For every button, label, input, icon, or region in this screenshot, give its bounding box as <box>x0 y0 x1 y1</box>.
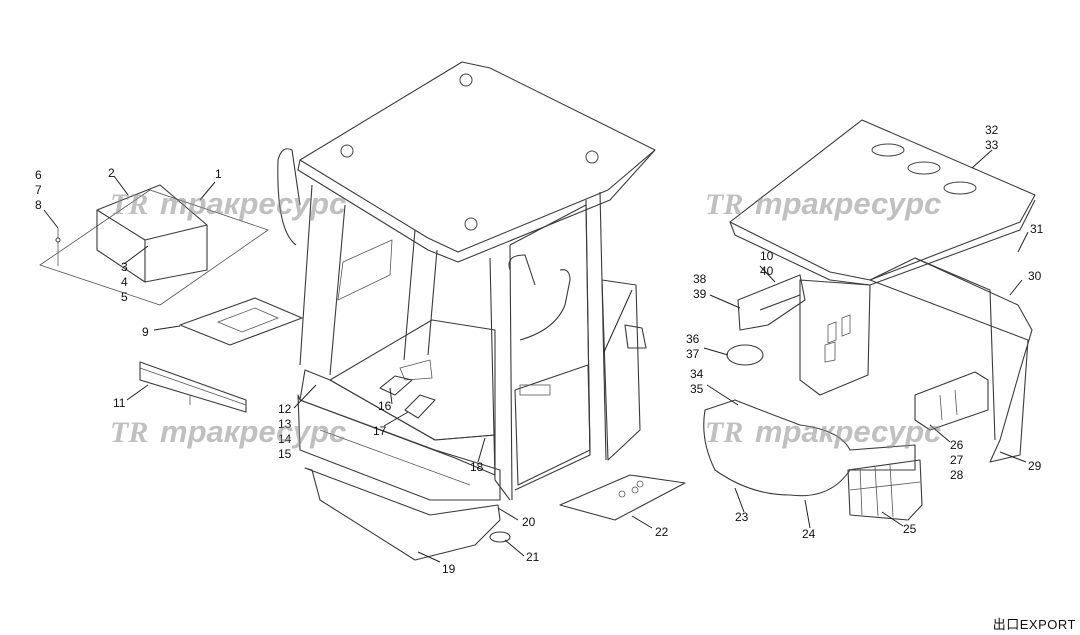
callout-23: 23 <box>735 510 749 524</box>
watermark-top-right: TR тракресурс <box>705 186 941 221</box>
callout-35: 35 <box>690 382 704 396</box>
callout-31: 31 <box>1030 222 1044 236</box>
callout-22: 22 <box>655 525 669 539</box>
callout-30: 30 <box>1028 269 1042 283</box>
callout-16: 16 <box>378 399 392 413</box>
callout-21: 21 <box>526 550 540 564</box>
headliner-assembly <box>729 119 1036 286</box>
callout-6: 6 <box>35 168 42 182</box>
callout-17: 17 <box>373 424 387 438</box>
callout-1: 1 <box>215 167 222 181</box>
callout-36: 36 <box>686 332 700 346</box>
watermark-text: тракресурс <box>755 186 941 221</box>
watermark-top-left: TR тракресурс <box>110 186 346 221</box>
watermark-logo: TR <box>705 188 743 221</box>
callout-5: 5 <box>121 290 128 304</box>
watermark-bottom-right: TR тракресурс <box>705 414 941 449</box>
callout-40: 40 <box>760 264 774 278</box>
callout-10: 10 <box>760 249 774 263</box>
callout-11: 11 <box>113 396 126 410</box>
vent-duct-10 <box>737 274 806 331</box>
callout-24: 24 <box>802 527 816 541</box>
callout-3: 3 <box>121 260 128 274</box>
leader-lines <box>43 149 1029 563</box>
watermark-logo: TR <box>705 416 743 449</box>
callout-8: 8 <box>35 198 42 212</box>
watermark-text: тракресурс <box>755 414 941 449</box>
side-trim-panel <box>799 279 871 396</box>
callout-18: 18 <box>470 460 484 474</box>
callout-28: 28 <box>950 468 964 482</box>
watermark-bottom-left: TR тракресурс <box>110 414 346 449</box>
callout-2: 2 <box>108 166 115 180</box>
callout-19: 19 <box>442 562 456 576</box>
callout-27: 27 <box>950 453 964 467</box>
floor-mat-22 <box>559 474 686 521</box>
callout-15: 15 <box>278 447 292 461</box>
step-plate-11 <box>139 361 247 413</box>
callout-37: 37 <box>686 347 700 361</box>
callout-13: 13 <box>278 417 292 431</box>
storage-box-assembly <box>39 184 269 306</box>
watermark-logo: TR <box>110 188 148 221</box>
callout-33: 33 <box>985 138 999 152</box>
callout-4: 4 <box>121 275 128 289</box>
callout-7: 7 <box>35 183 42 197</box>
callout-12: 12 <box>278 402 292 416</box>
callout-34: 34 <box>690 367 704 381</box>
rear-trim-30 <box>869 257 1033 463</box>
floor-mat-9 <box>179 297 303 346</box>
callout-labels: 1 2 3 4 5 6 7 8 9 10 11 12 13 14 15 16 1… <box>35 123 1044 576</box>
watermark-text: тракресурс <box>160 414 346 449</box>
callout-20: 20 <box>522 515 536 529</box>
callout-14: 14 <box>278 432 292 446</box>
callout-32: 32 <box>985 123 999 137</box>
callout-26: 26 <box>950 438 964 452</box>
export-label: 出口EXPORT <box>992 617 1076 632</box>
watermark-logo: TR <box>110 416 148 449</box>
callout-38: 38 <box>693 272 707 286</box>
callout-29: 29 <box>1028 459 1042 473</box>
callout-25: 25 <box>903 522 917 536</box>
callout-39: 39 <box>693 287 707 301</box>
watermark-text: тракресурс <box>160 186 346 221</box>
callout-9: 9 <box>142 325 149 339</box>
cab-assembly <box>277 61 656 561</box>
control-panel-26 <box>914 371 989 431</box>
